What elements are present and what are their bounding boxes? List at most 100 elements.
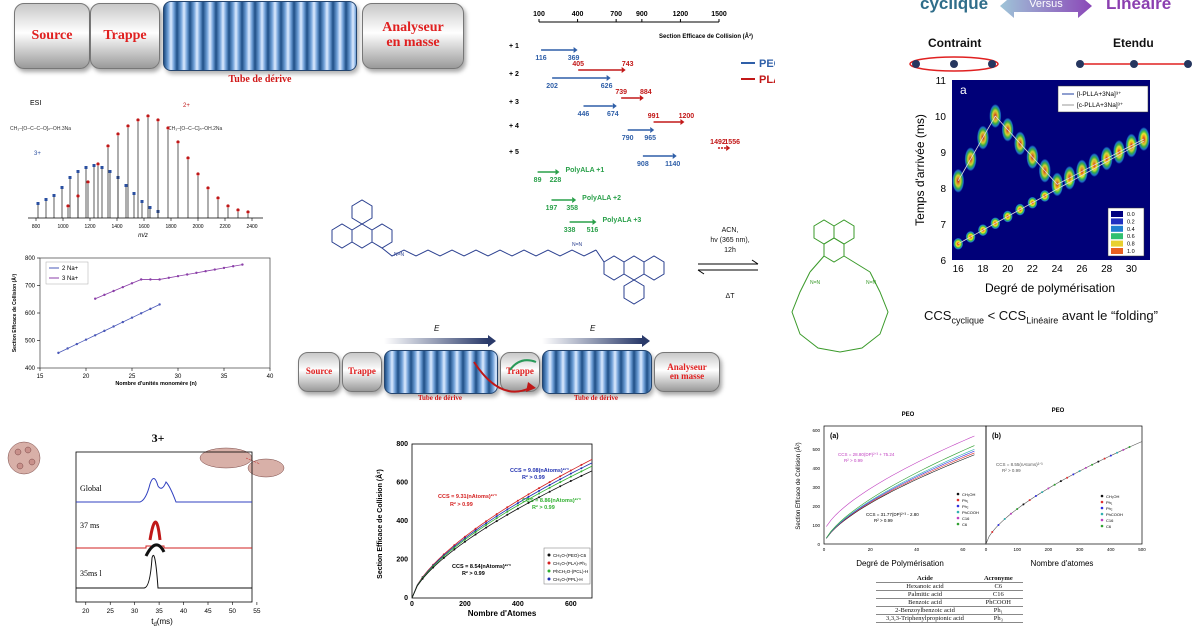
scaling-legend-label: CH₃O-(PPL)-H	[553, 577, 583, 582]
heatmap-ytick: 6	[940, 256, 946, 267]
peo-point-b	[1128, 446, 1131, 449]
scaling-xtick: 400	[512, 601, 524, 608]
heatmap-xtick: 20	[1002, 264, 1014, 275]
peo-legend-a-label: C16	[962, 516, 970, 521]
peo-ytick: 600	[812, 428, 820, 433]
peo-xtick-a: 20	[868, 547, 874, 552]
line-chart-ylabel: Section Efficace de Collision (Å²)	[11, 274, 18, 353]
ms-marker-2plus	[166, 126, 170, 130]
scaling-point	[463, 540, 466, 543]
ms-label: ESI	[30, 100, 41, 107]
fit-ppl-r2: R² > 0.99	[462, 570, 485, 577]
pla-min: 739	[615, 89, 627, 96]
arrival-xlabel: td(ms)	[151, 617, 173, 628]
arrival-frame	[75, 451, 253, 603]
linear-title: Linéaire	[1106, 0, 1172, 13]
scaling-ytick: 800	[396, 441, 408, 448]
fit-linear	[957, 140, 1145, 245]
peo-point-b	[1122, 448, 1125, 451]
heatmap-xtick: 22	[1027, 264, 1039, 275]
point-2na	[57, 351, 60, 355]
colorbar-swatch	[1111, 211, 1123, 217]
scaling-point	[453, 546, 456, 549]
condition-light: hv (365 nm),	[710, 237, 750, 244]
peo-legend-b-marker	[1100, 518, 1104, 522]
point-3na	[121, 285, 125, 289]
ms-marker-3plus	[140, 200, 144, 203]
peg-max: 1140	[665, 161, 680, 168]
acronym-cell: Ph₁	[973, 606, 1023, 615]
scaling-point	[485, 522, 488, 525]
ms-marker-3plus	[100, 166, 104, 169]
peo-xtick-a: 40	[914, 547, 920, 552]
peg-max: 626	[601, 83, 613, 90]
arrival-tick-label: 35	[155, 608, 163, 615]
ms-marker-2plus	[176, 140, 180, 144]
heatmap-xtick: 24	[1052, 264, 1064, 275]
peg-min: 202	[546, 83, 558, 90]
scaling-point	[538, 496, 541, 499]
legend-cyclic: [c-PLLA+3Na]³⁺	[1077, 102, 1124, 109]
peo-legend-b-label: C6	[1106, 524, 1112, 529]
scaling-point	[527, 498, 530, 501]
peg-max: 965	[644, 135, 656, 142]
pla-arrowhead	[680, 119, 685, 125]
polyala-arrowhead	[555, 169, 560, 175]
analyzer-label-2: en masse	[386, 35, 440, 50]
series-2na	[58, 304, 160, 354]
ms-marker-2plus	[206, 186, 210, 190]
mid-tube-label-1: Tube de dérive	[417, 394, 463, 402]
scaling-point	[569, 480, 572, 483]
point-3na	[149, 278, 152, 281]
scaling-xtick: 600	[565, 601, 577, 608]
lc-ytick-label: 700	[25, 284, 36, 290]
scaling-point	[580, 474, 583, 477]
scaling-legend-label: PhCH₂O-(PCL)-H	[553, 569, 588, 574]
pla-min: 1492	[710, 139, 726, 146]
scaling-point	[516, 507, 519, 510]
scaling-legend-marker	[547, 569, 551, 573]
colorbar-swatch	[1111, 218, 1123, 225]
mid-analyzer-label-1: Analyseur	[667, 361, 707, 372]
ms-tick-label: 2200	[219, 224, 230, 230]
peo-point-b	[1097, 460, 1100, 463]
caption-ccs-1: CCS	[924, 308, 952, 323]
peg-arrowhead	[612, 103, 617, 109]
mid-trap1-label: Trappe	[348, 366, 376, 377]
point-2na	[66, 347, 69, 350]
scaling-legend-label: CH₃O-(PLA)-Ph₃	[553, 561, 587, 566]
pla-max: 1556	[724, 139, 740, 146]
ccs-tick-label: 700	[610, 11, 622, 18]
point-3na	[103, 293, 106, 297]
table-header-acronym: Acronyme	[973, 575, 1023, 583]
ms-structure-left: CH₃–[O–C–C–O]ₙ–OH.3Na	[10, 126, 71, 132]
lc-xtick-label: 20	[83, 374, 90, 380]
point-2na	[130, 316, 134, 319]
caption-sub-cyclic: cyclique	[951, 315, 984, 326]
scaling-point	[463, 538, 466, 541]
ms-marker-3plus	[148, 206, 152, 209]
point-2na	[75, 342, 79, 346]
colorbar-label: 0.8	[1127, 242, 1135, 248]
scaling-point	[538, 492, 541, 495]
peo-point-b	[1078, 470, 1081, 473]
caption-folding: avant le “folding”	[1058, 308, 1158, 323]
ms-peaks	[36, 114, 250, 218]
peo-legend-b-marker	[1100, 512, 1104, 516]
peo-point-b	[991, 531, 994, 534]
peo-title-b: PEO	[1052, 408, 1065, 414]
scaling-legend-marker	[547, 553, 551, 557]
polyala-label: PolyALA +2	[582, 195, 621, 202]
scaling-point	[516, 502, 519, 505]
table-header-acid: Acide	[876, 575, 974, 583]
polyala-label: PolyALA +3	[602, 217, 641, 224]
scaling-legend-label: CH₃O-(PEO)-C6	[553, 553, 587, 558]
colorbar-swatch	[1111, 248, 1123, 254]
peo-legend-a-label: PhCOOH	[962, 510, 979, 515]
peo-point-b	[1053, 483, 1056, 486]
peo-legend-a-marker	[956, 498, 960, 502]
